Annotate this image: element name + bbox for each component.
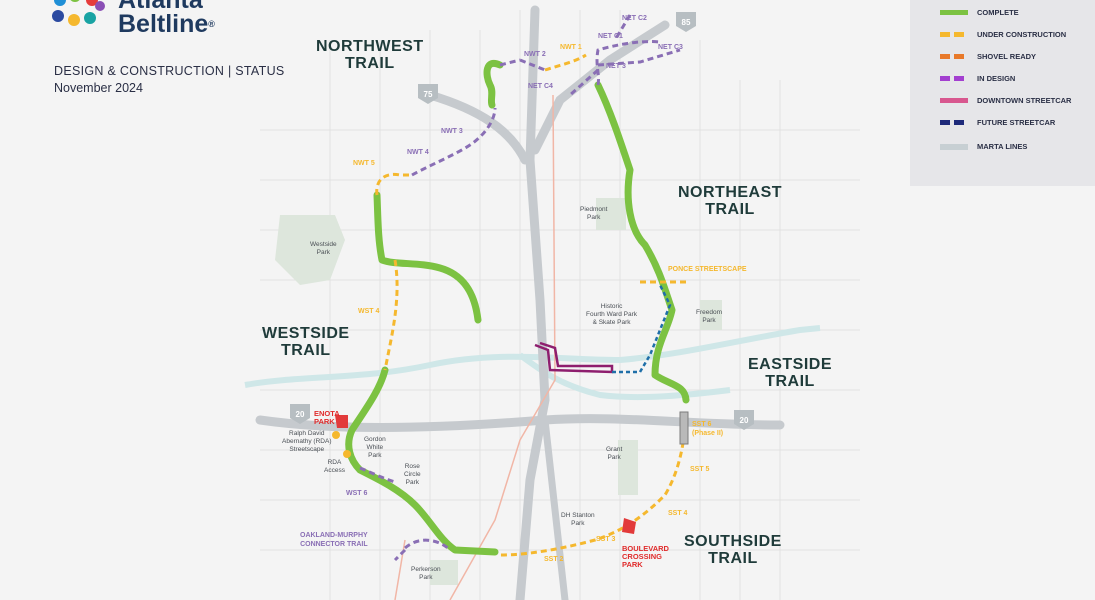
nwt-1-label: NWT 1 (560, 44, 582, 51)
i85-label: 85 (682, 18, 691, 27)
legend-downtown-streetcar: DOWNTOWN STREETCAR (940, 96, 1071, 105)
net-c2-label: NET C2 (622, 15, 647, 22)
park-areas (275, 198, 722, 585)
legend-future-streetcar: FUTURE STREETCAR (940, 118, 1055, 127)
net-3-label: NET 3 (606, 63, 626, 70)
legend-under-construction: UNDER CONSTRUCTION (940, 30, 1066, 39)
wst-4-label: WST 4 (358, 308, 380, 315)
downtown-streetcar (534, 341, 614, 374)
atlanta-beltline-logo: Atlanta Beltline® (50, 0, 215, 38)
net-c3-label: NET C3 (658, 44, 683, 51)
legend-marta-lines: MARTA LINES (940, 142, 1027, 151)
legend-panel: COMPLETE UNDER CONSTRUCTION SHOVEL READY… (910, 0, 1095, 186)
legend-in-design: IN DESIGN (940, 74, 1015, 83)
logo-text: Atlanta Beltline® (118, 0, 215, 38)
nwt-3-label: NWT 3 (441, 128, 463, 135)
logo-line2: Beltline® (118, 10, 215, 38)
i20-west-label: 20 (296, 410, 305, 419)
complete-segments (345, 59, 690, 556)
legend-shovel-ready: SHOVEL READY (940, 52, 1036, 61)
rail-line (449, 94, 556, 600)
sst-2-label: SST 2 (544, 556, 564, 563)
net-c1-label: NET C1 (598, 33, 623, 40)
nwt-4-label: NWT 4 (407, 149, 429, 156)
sst-4-label: SST 4 (668, 510, 688, 517)
i20-west-shield: 20 (290, 404, 310, 424)
sst-6-label: SST 6(Phase II) (692, 421, 724, 437)
map-subtitle: DESIGN & CONSTRUCTION | STATUS (54, 64, 285, 78)
enota-park-shape (335, 415, 348, 428)
boulevard-park-shape (622, 518, 636, 534)
nwt-2-label: NWT 2 (524, 51, 546, 58)
rda-access-marker (343, 450, 351, 458)
sst6-marker (679, 411, 689, 445)
net-c4-label: NET C4 (528, 83, 553, 90)
logo-line2-text: Beltline (118, 10, 209, 38)
construction-segments (375, 53, 688, 557)
i85-shield: 85 (676, 12, 696, 32)
ponce-streetscape-label: PONCE STREETSCAPE (668, 266, 747, 273)
sst-5-label: SST 5 (690, 466, 710, 473)
legend-complete: COMPLETE (940, 8, 1019, 17)
nwt-5-label: NWT 5 (353, 160, 375, 167)
i20-east-label: 20 (740, 416, 749, 425)
i20-east-shield: 20 (734, 410, 754, 430)
future-streetcar (612, 284, 672, 374)
i75-shield: 75 (418, 84, 438, 104)
i75-label: 75 (424, 90, 433, 99)
map-date: November 2024 (54, 81, 143, 95)
wst-6-label: WST 6 (346, 490, 368, 497)
rail-line-west (394, 539, 406, 600)
logo-line1: Atlanta (118, 0, 203, 14)
sst-3-label: SST 3 (596, 536, 616, 543)
rda-marker (332, 431, 340, 439)
design-segments (359, 14, 681, 562)
logo-mark-icon (52, 0, 105, 26)
